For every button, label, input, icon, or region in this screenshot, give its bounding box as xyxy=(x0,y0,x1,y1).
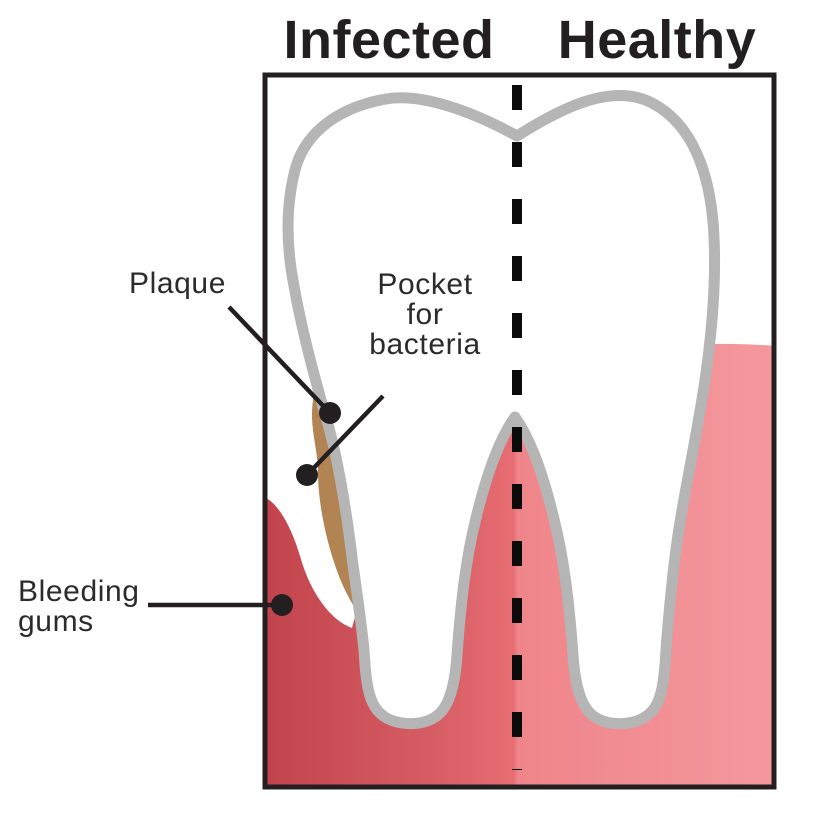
label-pocket-line1: Pocket xyxy=(377,268,472,301)
comparison-box-frame xyxy=(262,72,777,790)
leader-lines xyxy=(148,305,385,616)
pocket-leader-line xyxy=(305,394,385,477)
tooth-shape xyxy=(282,90,721,730)
label-bleeding-line2: gums xyxy=(18,605,94,638)
title-infected: Infected xyxy=(283,10,494,70)
label-pocket-line3: bacteria xyxy=(369,328,481,361)
label-bleeding-line1: Bleeding xyxy=(18,575,140,608)
title-healthy: Healthy xyxy=(558,10,757,70)
label-pocket: Pocket for bacteria xyxy=(369,268,481,361)
pocket-leader-dot xyxy=(296,464,318,486)
label-bleeding-gums: Bleeding gums xyxy=(18,575,140,638)
plaque-leader-dot xyxy=(319,402,341,424)
bleeding-leader-dot xyxy=(271,594,293,616)
label-pocket-line2: for xyxy=(407,298,444,331)
label-plaque: Plaque xyxy=(129,267,226,300)
plaque-leader-line xyxy=(227,305,332,415)
